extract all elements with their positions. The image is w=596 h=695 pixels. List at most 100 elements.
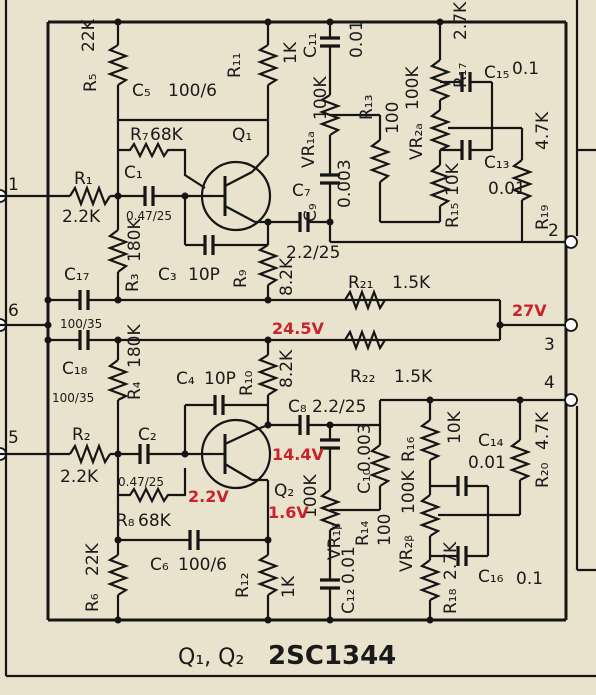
c11-value: 0.01 bbox=[347, 20, 367, 58]
pin-3-label: 3 bbox=[544, 335, 555, 355]
c18-value: 100/35 bbox=[52, 391, 94, 405]
r14-ref: R₁₄ bbox=[353, 520, 373, 546]
upper-channel-wiring bbox=[48, 22, 565, 325]
r6-resistor bbox=[106, 554, 130, 596]
r18-resistor bbox=[418, 559, 442, 601]
pin-4-terminal bbox=[564, 393, 578, 407]
r7-value: 68K bbox=[150, 125, 184, 145]
r19-value: 4.7K bbox=[533, 111, 553, 150]
c15-ref: C₁₅ bbox=[484, 63, 510, 83]
c2-ref: C₂ bbox=[138, 425, 157, 445]
r20-ref: R₂₀ bbox=[533, 462, 553, 488]
vr2a-value: 100K bbox=[403, 66, 423, 110]
connector-pins bbox=[0, 148, 596, 572]
vr2a-ref: VR₂ₐ bbox=[407, 123, 427, 160]
r4-ref: R₄ bbox=[125, 381, 145, 400]
caption-transistor-refs: Q₁, Q₂ bbox=[178, 645, 244, 670]
r9-resistor bbox=[256, 244, 280, 286]
r1-ref: R₁ bbox=[74, 169, 93, 189]
c13-ref: C₁₃ bbox=[484, 153, 510, 173]
r17-value: 2.7K bbox=[451, 1, 471, 40]
pin-2-label: 2 bbox=[548, 221, 559, 241]
q1-transistor bbox=[200, 160, 272, 232]
c1-value: 0.47/25 bbox=[126, 209, 172, 223]
c12-ref: C₁₂ bbox=[339, 589, 359, 615]
r5-resistor bbox=[106, 44, 130, 86]
r15-resistor bbox=[428, 164, 452, 207]
r13-resistor bbox=[368, 139, 392, 183]
c5-value: 100/6 bbox=[168, 81, 217, 101]
c13-value: 0.01 bbox=[488, 179, 526, 199]
r12-value: 1K bbox=[279, 575, 299, 598]
r4-resistor bbox=[106, 359, 130, 401]
c5-ref: C₅ bbox=[132, 81, 151, 101]
voltage-27v: 27V bbox=[512, 301, 547, 320]
r14-value: 100 bbox=[375, 514, 395, 546]
r19-ref: R₁₉ bbox=[533, 204, 553, 230]
c10-value: 0.003 bbox=[355, 423, 375, 472]
component-labels: R₅ 22K C₅ 100/6 R₇ 68K R₁₁ 1K C₁₁ 0.01 V… bbox=[52, 1, 553, 614]
r11-resistor bbox=[256, 44, 280, 86]
r22-value: 1.5K bbox=[394, 367, 433, 387]
vr1a-ref: VR₁ₐ bbox=[299, 131, 319, 168]
r9-ref: R₉ bbox=[231, 269, 251, 288]
c7-ref: C₇ bbox=[292, 181, 311, 201]
r2-resistor bbox=[69, 442, 111, 466]
r2-value: 2.2K bbox=[60, 467, 99, 487]
r8-ref: R₈ bbox=[116, 511, 135, 531]
vr1b-ref: VR₁ᵦ bbox=[325, 523, 345, 560]
c16-value: 0.1 bbox=[516, 569, 543, 589]
vr2b-ref: VR₂ᵦ bbox=[397, 535, 417, 572]
c6-value: 100/6 bbox=[178, 555, 227, 575]
vr2a-potentiometer bbox=[428, 109, 452, 151]
voltage-2-2v: 2.2V bbox=[188, 487, 229, 506]
c6-ref: C₆ bbox=[150, 555, 169, 575]
r1-resistor bbox=[69, 184, 111, 208]
c8-ref: C₈ bbox=[288, 397, 307, 417]
junction-dots bbox=[44, 18, 524, 624]
voltage-14-4v: 14.4V bbox=[272, 445, 324, 464]
r20-value: 4.7K bbox=[533, 411, 553, 450]
q1-ref: Q₁ bbox=[232, 125, 252, 145]
c17-ref: C₁₇ bbox=[64, 265, 90, 285]
q2-transistor bbox=[200, 418, 272, 490]
voltage-1-6v: 1.6V bbox=[268, 503, 309, 522]
r3-ref: R₃ bbox=[123, 273, 143, 292]
caption-part-number: 2SC1344 bbox=[268, 641, 396, 671]
c8-value: 2.2/25 bbox=[312, 397, 366, 417]
c9-value: 0.003 bbox=[335, 159, 355, 208]
c1-ref: C₁ bbox=[124, 163, 143, 183]
pin-4-label: 4 bbox=[544, 373, 555, 393]
c3-value: 10P bbox=[188, 265, 220, 285]
r10-ref: R₁₀ bbox=[237, 370, 257, 396]
r6-value: 22K bbox=[83, 542, 103, 576]
r16-ref: R₁₆ bbox=[399, 436, 419, 462]
c18-ref: C₁₈ bbox=[62, 359, 88, 379]
r3-resistor bbox=[106, 229, 130, 273]
r5-value: 22K bbox=[79, 18, 99, 52]
r3-value: 180K bbox=[125, 218, 145, 262]
pin-5-label: 5 bbox=[8, 428, 19, 448]
c17-value: 100/35 bbox=[60, 317, 102, 331]
c9-ref: C₉ bbox=[301, 203, 321, 222]
vr2b-potentiometer bbox=[418, 494, 442, 537]
r12-ref: R₁₂ bbox=[233, 573, 253, 598]
pin-2-terminal bbox=[564, 235, 578, 249]
c12-value: 0.01 bbox=[339, 546, 359, 584]
c4-value: 10P bbox=[204, 369, 236, 389]
vr1b-value: 100K bbox=[301, 474, 321, 518]
c14-ref: C₁₄ bbox=[478, 431, 504, 451]
r14-resistor bbox=[368, 444, 392, 487]
r15-value: 10K bbox=[443, 162, 463, 196]
c3-ref: C₃ bbox=[158, 265, 177, 285]
c4-ref: C₄ bbox=[176, 369, 195, 389]
r16-value: 10K bbox=[445, 410, 465, 444]
r4-value: 180K bbox=[125, 324, 145, 368]
r8-value: 68K bbox=[138, 511, 172, 531]
pin-6-label: 6 bbox=[8, 301, 19, 321]
r13-value: 100 bbox=[383, 102, 403, 134]
r11-ref: R₁₁ bbox=[225, 53, 245, 78]
